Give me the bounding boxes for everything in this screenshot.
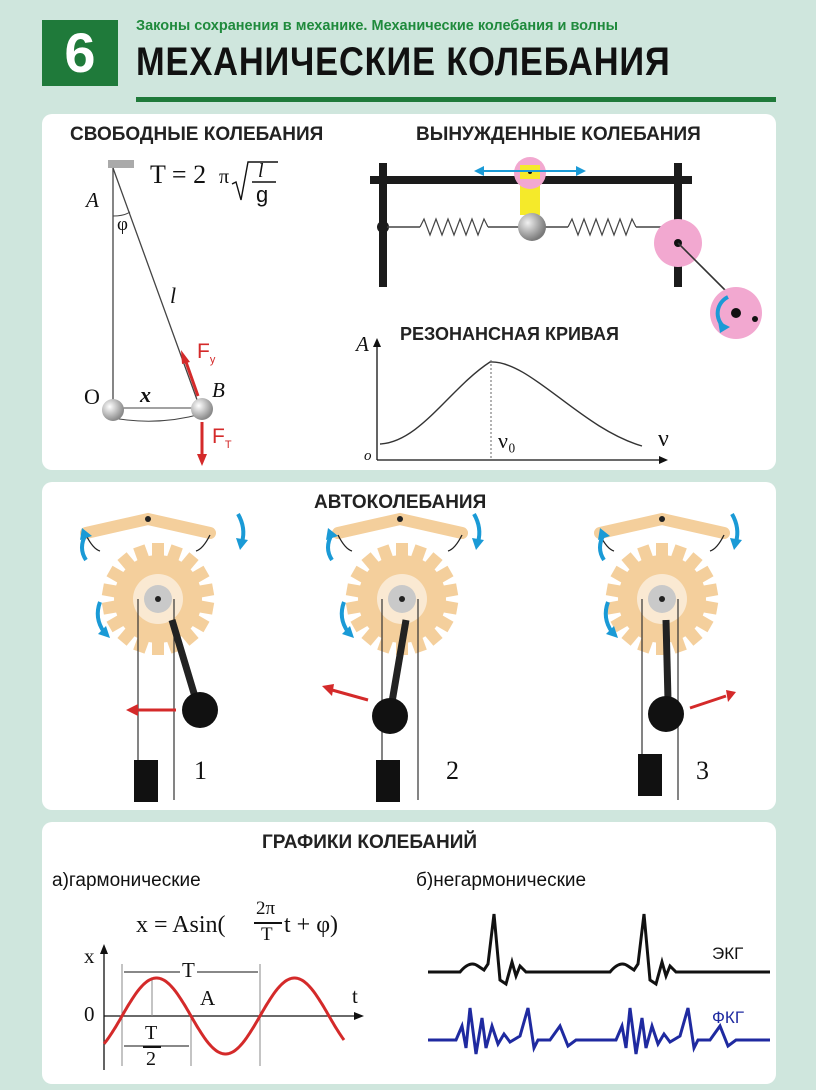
ecg-trace bbox=[428, 913, 770, 987]
section-subtitle: Законы сохранения в механике. Механическ… bbox=[136, 18, 619, 34]
free-heading: СВОБОДНЫЕ КОЛЕБАНИЯ bbox=[70, 124, 324, 145]
mechanism-2 bbox=[322, 514, 484, 802]
left-spring bbox=[419, 217, 489, 237]
point-a-label: A bbox=[86, 188, 99, 212]
bob-2 bbox=[372, 698, 408, 734]
oscillations-panel bbox=[42, 114, 776, 470]
mechanism-label-2: 2 bbox=[446, 756, 459, 785]
crank-pin bbox=[752, 316, 758, 322]
harmonic-formula-den: T bbox=[261, 924, 273, 945]
half-period-num: T bbox=[145, 1022, 158, 1045]
mechanism-label-1: 1 bbox=[194, 756, 207, 785]
left-joint bbox=[377, 221, 389, 233]
resonance-x-label: ν bbox=[658, 426, 669, 452]
formula-t-lhs: T = 2 bbox=[150, 160, 207, 189]
suspension-mount bbox=[108, 160, 134, 168]
point-b-label: B bbox=[212, 378, 225, 402]
weight-2 bbox=[376, 760, 400, 802]
pcg-label: ФКГ bbox=[712, 1008, 745, 1027]
half-period-den: 2 bbox=[146, 1048, 156, 1070]
resonance-curve bbox=[379, 361, 643, 447]
harmonic-formula-bar bbox=[254, 922, 282, 924]
resonance-heading: РЕЗОНАНСНАЯ КРИВАЯ bbox=[400, 324, 619, 344]
amplitude-label: A bbox=[200, 986, 216, 1010]
resonance-curve-chart bbox=[373, 338, 668, 464]
escapement-mechanisms bbox=[80, 510, 742, 802]
graphs-panel bbox=[42, 822, 776, 1084]
lower-wheel-hub bbox=[731, 308, 741, 318]
sine-wave bbox=[102, 976, 346, 1056]
resonance-y-arrowhead bbox=[373, 338, 381, 347]
swing-arc bbox=[112, 413, 202, 422]
ecg-label: ЭКГ bbox=[712, 944, 744, 963]
mechanism-1 bbox=[80, 514, 248, 802]
elastic-force-label: Fу bbox=[197, 340, 215, 366]
slider-arrowhead-right bbox=[576, 166, 586, 176]
forced-heading: ВЫНУЖДЕННЫЕ КОЛЕБАНИЯ bbox=[416, 124, 701, 145]
gravity-force-arrowhead bbox=[197, 454, 207, 466]
gravity-force-label: FТ bbox=[212, 425, 232, 451]
ball-rest bbox=[102, 399, 124, 421]
formula-t-den: g bbox=[256, 182, 269, 207]
forced-oscillation-diagram bbox=[370, 157, 762, 339]
length-label: l bbox=[170, 283, 177, 308]
graphs-heading: ГРАФИКИ КОЛЕБАНИЙ bbox=[262, 832, 478, 853]
resonance-peak-label: ν₀ bbox=[498, 428, 516, 453]
harmonic-x-label: x bbox=[84, 944, 95, 968]
resonance-y-label: A bbox=[356, 332, 369, 356]
elastic-force-arrow bbox=[184, 361, 200, 397]
rotation-arrowhead bbox=[718, 321, 730, 333]
elastic-force-symbol: F bbox=[197, 340, 210, 363]
angle-arc bbox=[112, 211, 131, 217]
gravity-force-symbol: F bbox=[212, 425, 225, 448]
displacement-label: x bbox=[140, 382, 151, 407]
resonance-origin-label: o bbox=[364, 448, 372, 464]
mechanism-3 bbox=[598, 514, 742, 800]
right-spring bbox=[567, 217, 637, 237]
formula-sqrt bbox=[231, 161, 278, 201]
harmonic-formula-b: t + φ) bbox=[284, 912, 339, 938]
harmonic-graph bbox=[100, 944, 364, 1070]
harmonic-x-arrowhead bbox=[100, 944, 108, 954]
anharmonic-graph bbox=[428, 913, 770, 1055]
pcg-trace bbox=[428, 1007, 770, 1055]
bob-1 bbox=[182, 692, 218, 728]
slider-arrowhead-left bbox=[474, 166, 484, 176]
half-period-bar bbox=[143, 1046, 161, 1048]
page-title: МЕХАНИЧЕСКИЕ КОЛЕБАНИЯ bbox=[136, 40, 671, 84]
harmonic-formula-num: 2π bbox=[256, 898, 276, 919]
period-label: T bbox=[180, 958, 197, 983]
harmonic-t-label: t bbox=[352, 984, 358, 1008]
weight-3 bbox=[638, 754, 662, 796]
elastic-force-arrowhead bbox=[181, 350, 190, 364]
mechanism-label-3: 3 bbox=[696, 756, 709, 785]
pendulum-diagram bbox=[102, 160, 213, 466]
harmonic-label: а)гармонические bbox=[52, 870, 201, 891]
resonance-x-arrowhead bbox=[659, 456, 668, 464]
title-rule bbox=[136, 97, 776, 102]
gravity-force-subscript: Т bbox=[224, 439, 232, 452]
anharmonic-label: б)негармонические bbox=[416, 870, 587, 891]
bob-3 bbox=[648, 696, 684, 732]
oscillating-ball bbox=[518, 213, 546, 241]
chapter-number: 6 bbox=[42, 20, 118, 86]
point-o-label: O bbox=[84, 384, 100, 409]
elastic-force-subscript: у bbox=[209, 354, 216, 367]
formula-t-pi: π bbox=[219, 166, 230, 188]
ball-displaced bbox=[191, 398, 213, 420]
harmonic-zero-label: 0 bbox=[84, 1002, 95, 1026]
harmonic-t-arrowhead bbox=[354, 1012, 364, 1020]
pendulum-thread bbox=[112, 167, 201, 409]
weight-1 bbox=[134, 760, 158, 802]
formula-t-num: l bbox=[258, 160, 264, 182]
angle-label: φ bbox=[117, 214, 128, 235]
auto-heading: АВТОКОЛЕБАНИЯ bbox=[314, 492, 487, 513]
harmonic-formula-a: x = Asin( bbox=[136, 912, 226, 938]
